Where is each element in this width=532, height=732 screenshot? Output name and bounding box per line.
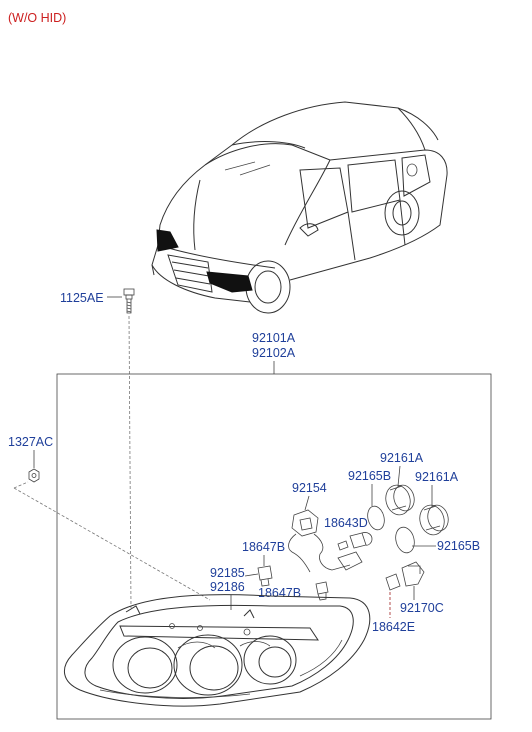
leader-92154 bbox=[304, 495, 310, 511]
leader-92161A-top bbox=[397, 465, 401, 487]
label-92186: 92186 bbox=[210, 580, 245, 594]
label-92165B-right: 92165B bbox=[437, 539, 480, 553]
cap-92161A-right bbox=[419, 504, 449, 536]
bulb-18642E bbox=[385, 573, 401, 591]
label-18643D: 18643D bbox=[324, 516, 368, 530]
label-92102A: 92102A bbox=[252, 346, 296, 360]
socket-92154 bbox=[288, 509, 363, 573]
label-1125AE: 1125AE bbox=[60, 291, 104, 305]
label-18647B-left: 18647B bbox=[242, 540, 285, 554]
nut-1327AC bbox=[28, 468, 40, 483]
ring-92165B-top bbox=[367, 505, 385, 531]
ring-92165B-right bbox=[395, 526, 415, 554]
socket-92170C bbox=[401, 561, 425, 587]
label-92154: 92154 bbox=[292, 481, 327, 495]
right-headlight-highlight bbox=[206, 271, 253, 293]
left-headlight-highlight bbox=[156, 229, 179, 252]
assembly-frame bbox=[56, 373, 492, 720]
nut-guide-line bbox=[13, 481, 211, 601]
leader-92185 bbox=[244, 573, 259, 577]
label-92165B-top: 92165B bbox=[348, 469, 391, 483]
label-92161A-top: 92161A bbox=[380, 451, 424, 465]
caption-text: (W/O HID) bbox=[8, 11, 66, 25]
car-illustration bbox=[151, 101, 448, 314]
label-1327AC: 1327AC bbox=[8, 435, 53, 449]
label-92101A: 92101A bbox=[252, 331, 296, 345]
label-92185: 92185 bbox=[210, 566, 245, 580]
label-92161A-right: 92161A bbox=[415, 470, 459, 484]
headlamp-assembly bbox=[64, 594, 371, 707]
label-92170C: 92170C bbox=[400, 601, 444, 615]
label-18642E: 18642E bbox=[372, 620, 415, 634]
cap-92161A-top bbox=[385, 484, 415, 516]
bulb-18643D bbox=[337, 532, 373, 551]
label-18647B-mid: 18647B bbox=[258, 586, 301, 600]
bolt-guide-line bbox=[128, 315, 132, 609]
bulb-18647B-left bbox=[257, 565, 273, 587]
bolt-1125AE bbox=[123, 288, 135, 314]
